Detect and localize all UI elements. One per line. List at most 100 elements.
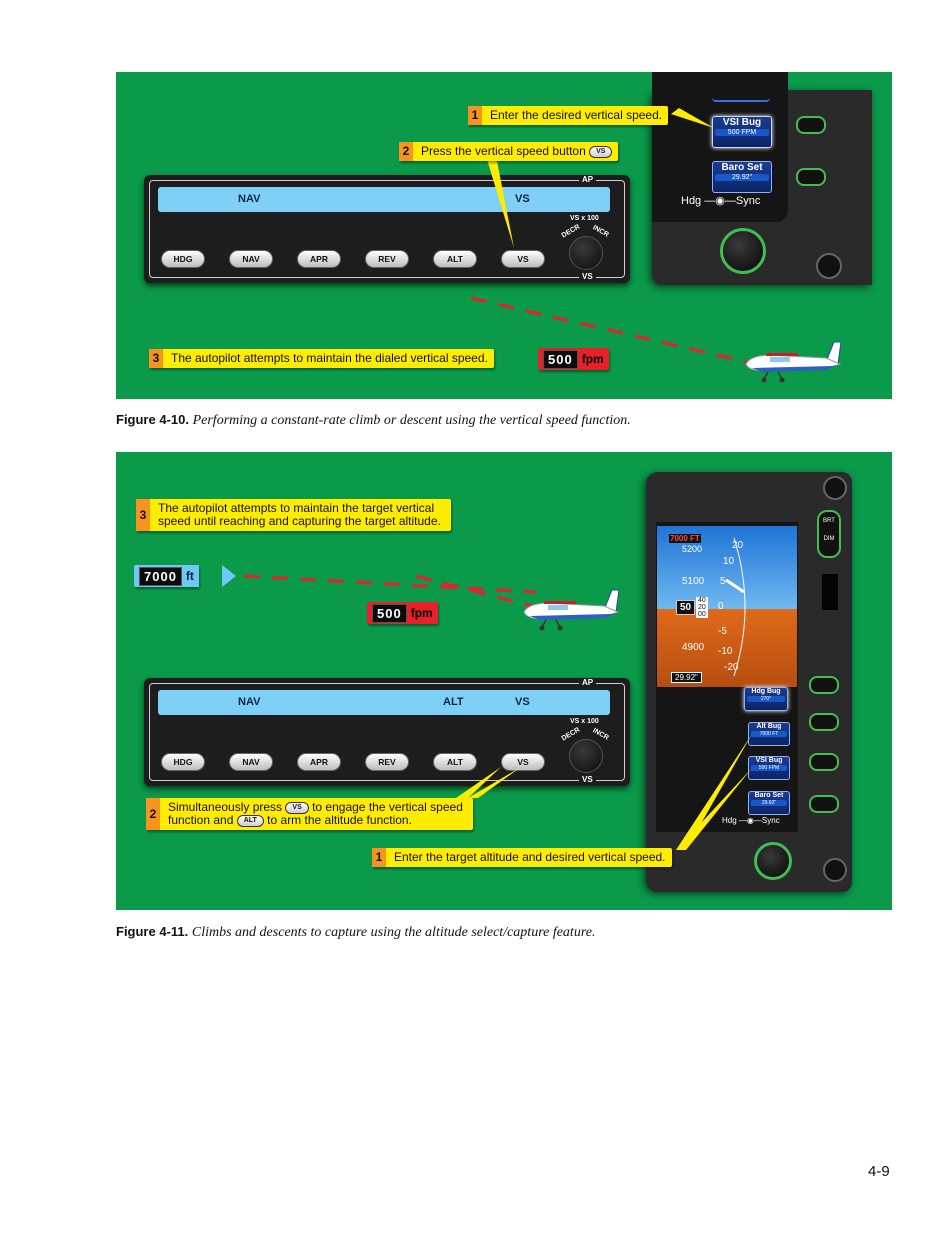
rev-button[interactable]: REV — [365, 250, 409, 268]
alt-button[interactable]: ALT — [433, 753, 477, 771]
fpm-digits: 500 — [543, 349, 578, 369]
vs-label: VS — [579, 272, 596, 281]
round-button[interactable] — [823, 858, 847, 882]
vs-scale-label: VS x 100 — [570, 215, 599, 222]
ap-label: AP — [579, 678, 597, 687]
page-number: 4-9 — [868, 1163, 890, 1180]
baro-set-softkey[interactable]: Baro Set 29.92" — [748, 791, 790, 815]
softkey-label: Baro Set — [721, 162, 763, 173]
bezel-button[interactable] — [809, 713, 839, 731]
apr-button[interactable]: APR — [297, 753, 341, 771]
altitude-pointer — [222, 565, 236, 587]
fpm-readout: 500 fpm — [367, 602, 438, 624]
callout-1: 1 Enter the desired vertical speed. — [468, 106, 669, 125]
bezel-slot — [822, 574, 838, 610]
altitude-current: 50 — [676, 600, 696, 615]
fpm-unit: fpm — [581, 352, 604, 366]
altitude-unit: ft — [185, 569, 194, 583]
vs-knob[interactable] — [569, 739, 603, 773]
fpm-unit: fpm — [410, 606, 433, 620]
ap-label: AP — [579, 175, 597, 184]
vs-knob[interactable] — [569, 236, 603, 270]
annun-alt: ALT — [443, 696, 464, 708]
annun-nav: NAV — [238, 193, 261, 205]
hdg-knob[interactable] — [754, 842, 792, 880]
vsi-bug-softkey[interactable]: VSI Bug 500 FPM — [748, 756, 790, 780]
callout-pointers — [243, 574, 752, 850]
push-icon: —◉— — [738, 816, 762, 825]
callout-2: 2 Press the vertical speed button VS — [399, 142, 619, 161]
round-button[interactable] — [816, 253, 842, 279]
figure-4-10-caption: Figure 4-10. Performing a constant-rate … — [116, 412, 631, 428]
vs-tick-10: 10 — [723, 556, 735, 567]
callout-pointers — [470, 108, 757, 366]
hdg-button[interactable]: HDG — [161, 250, 205, 268]
vs-tick-minus10: -10 — [718, 646, 733, 657]
airplane-icon — [523, 589, 620, 631]
round-button[interactable] — [823, 476, 847, 500]
apr-button[interactable]: APR — [297, 250, 341, 268]
hdg-sync-label: Hdg —◉—Sync — [722, 816, 780, 825]
hdg-knob[interactable] — [720, 228, 766, 274]
rev-button[interactable]: REV — [365, 753, 409, 771]
mfd-bezel-highlight — [712, 72, 770, 102]
vs-tick-20: 20 — [732, 540, 744, 551]
vs-tick-minus5: -5 — [718, 626, 727, 637]
nav-button[interactable]: NAV — [229, 753, 273, 771]
fpm-digits: 500 — [372, 603, 407, 623]
push-icon: —◉— — [704, 195, 736, 207]
bezel-button[interactable] — [809, 795, 839, 813]
vs-scale-label: VS x 100 — [570, 718, 599, 725]
vs-button[interactable]: VS — [501, 753, 545, 771]
altitude-tape-top: 5200 — [682, 544, 703, 554]
nav-button[interactable]: NAV — [229, 250, 273, 268]
annun-vs: VS — [515, 193, 530, 205]
vs-tick-0: 0 — [718, 601, 724, 612]
altitude-digits: 7000 — [139, 566, 182, 586]
vs-tick-5: 5 — [720, 576, 726, 587]
alt-button-icon: ALT — [236, 814, 264, 827]
hdg-button[interactable]: HDG — [161, 753, 205, 771]
callout-1: 1 Enter the target altitude and desired … — [372, 848, 672, 867]
softkey-label: VSI Bug — [722, 117, 762, 128]
annunciator-display: NAV ALT VS — [158, 690, 610, 715]
altitude-tape-upper: 5100 — [682, 576, 705, 587]
altitude-tape-lower: 4900 — [682, 642, 705, 653]
annun-vs: VS — [515, 696, 530, 708]
bezel-button[interactable] — [809, 676, 839, 694]
baro-readout: 29.92" — [671, 672, 702, 683]
panel-frame — [149, 180, 625, 278]
callout-3: 3 The autopilot attempts to maintain the… — [149, 349, 494, 368]
baro-set-softkey[interactable]: Baro Set 29.92" — [712, 161, 772, 193]
altitude-readout: 7000 ft — [134, 565, 199, 587]
alt-button[interactable]: ALT — [433, 250, 477, 268]
panel-frame — [149, 683, 625, 781]
fpm-readout: 500 fpm — [538, 348, 609, 370]
softkey-value: 29.92" — [715, 174, 769, 181]
brt-dim-rocker[interactable]: BRT DIM — [817, 510, 841, 558]
callout-3: 3 The autopilot attempts to maintain the… — [136, 499, 451, 531]
softkey-value: 500 FPM — [715, 129, 769, 136]
vs-button[interactable]: VS — [501, 250, 545, 268]
vs-tick-minus20: -20 — [724, 662, 739, 673]
vs-button-icon: VS — [589, 145, 613, 158]
autopilot-panel: AP VS NAV ALT VS VS x 100 DECR INCR HDG … — [144, 678, 630, 786]
airplane-icon — [745, 341, 842, 383]
hdg-sync-label: Hdg —◉—Sync — [681, 195, 761, 207]
bezel-button[interactable] — [809, 753, 839, 771]
bezel-button[interactable] — [796, 168, 826, 186]
alt-bug-softkey[interactable]: Alt Bug 7000 FT — [748, 722, 790, 746]
altitude-bug-readout: 7000 FT — [669, 534, 701, 543]
annunciator-display: NAV VS — [158, 187, 610, 212]
autopilot-panel: AP VS NAV VS VS x 100 DECR INCR HDG NAV … — [144, 175, 630, 283]
annun-nav: NAV — [238, 696, 261, 708]
vs-label: VS — [579, 775, 596, 784]
callout-2: 2 Simultaneously press VS to engage the … — [146, 798, 473, 830]
vertical-speed-scale — [725, 537, 746, 677]
bezel-button[interactable] — [796, 116, 826, 134]
figure-4-10-illustration: VSI Bug 500 FPM Baro Set 29.92" Hdg —◉—S… — [116, 72, 892, 399]
hdg-bug-softkey[interactable]: Hdg Bug 270° — [744, 687, 788, 711]
vsi-bug-softkey[interactable]: VSI Bug 500 FPM — [712, 116, 772, 148]
